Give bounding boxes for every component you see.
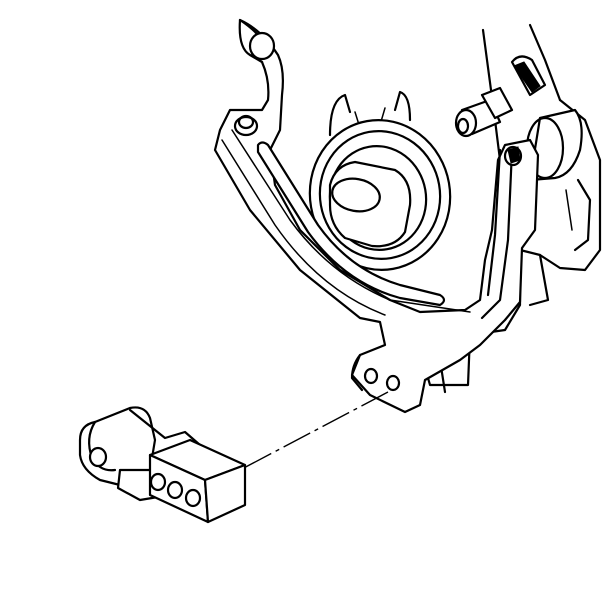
engine-block-housing <box>418 23 602 394</box>
pulley-hub <box>308 90 452 271</box>
stud-fittings <box>454 55 583 182</box>
mounting-bracket <box>213 18 540 414</box>
alignment-line <box>239 391 389 471</box>
sensor-block <box>78 406 247 524</box>
